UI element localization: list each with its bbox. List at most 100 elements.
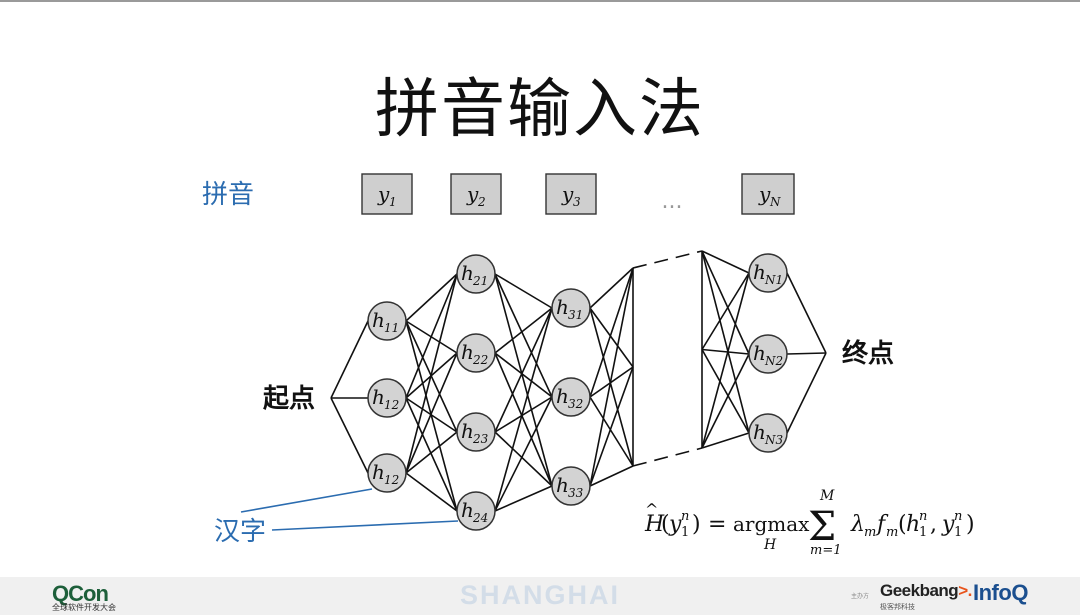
node-symbol: h [372, 385, 385, 409]
transition-edge [589, 366, 634, 487]
node-subscript: N2 [764, 354, 783, 368]
node-circle [551, 377, 591, 417]
formula-f-open: ( [898, 512, 907, 537]
hanzi-label: 汉字 [214, 517, 266, 547]
transition-edge [701, 348, 750, 355]
node-symbol: h [461, 419, 474, 443]
formula-lambda-sub: m [864, 525, 876, 540]
transition-edge [494, 352, 553, 487]
qcon-logo: QCon [52, 581, 109, 606]
city-watermark: SHANGHAI [459, 580, 620, 610]
geekbang-logo: Geekbang>. [880, 581, 972, 601]
transition-edge [494, 431, 553, 487]
transition-edge [701, 349, 750, 434]
observation-subscript: N [769, 195, 781, 209]
hanzi-callout-line [240, 488, 373, 513]
argmax-formula: H ^ ( y 1 n ) = argmax H M Σ m=1 λ m f m… [644, 488, 975, 558]
start-edge [330, 397, 369, 474]
node-circle [748, 253, 788, 293]
transition-edge [405, 397, 458, 512]
transition-edge [405, 320, 458, 512]
transition-edge [494, 396, 553, 433]
node-subscript: 11 [384, 321, 399, 335]
start-edge [330, 320, 369, 399]
formula-open-paren: ( [661, 512, 670, 537]
end-edge [786, 272, 827, 354]
observation-symbol: y [561, 182, 574, 206]
formula-sigma: Σ [808, 504, 836, 550]
node-circle [551, 288, 591, 328]
transition-edge [589, 465, 634, 487]
geekbang-arrow: >. [958, 581, 972, 600]
transition-edge [701, 272, 750, 449]
geekbang-subtitle: 极客邦科技 [880, 603, 915, 611]
formula-lhs-sub: 1 [681, 525, 689, 540]
node-subscript: 23 [472, 432, 489, 446]
observation-symbol: y [758, 182, 771, 206]
transition-edge [494, 273, 553, 309]
node-symbol: h [372, 308, 385, 332]
end-edge [786, 352, 827, 434]
transition-edge [701, 272, 750, 350]
formula-f-close: ) [966, 512, 975, 537]
node-subscript: 12 [384, 398, 399, 412]
observation-subscript: 2 [477, 195, 486, 209]
node-subscript: 22 [472, 353, 488, 367]
node-symbol: h [753, 341, 766, 365]
edge-layer [330, 250, 827, 512]
formula-argmax: argmax [733, 512, 810, 536]
geekbang-text: Geekbang [880, 581, 959, 600]
transition-edge [589, 267, 634, 398]
formula-y: y [941, 512, 955, 537]
infoq-logo: InfoQ [973, 580, 1028, 605]
formula-lhs-sup: n [681, 509, 689, 524]
transition-edge [589, 366, 634, 398]
node-subscript: 33 [568, 486, 584, 500]
node-circle [551, 466, 591, 506]
node-subscript: 24 [472, 511, 488, 525]
node-circle [456, 491, 496, 531]
qcon-subtitle: 全球软件开发大会 [52, 603, 116, 612]
node-symbol: h [461, 340, 474, 364]
end-label: 终点 [842, 338, 894, 369]
observation-symbol: y [377, 182, 390, 206]
pinyin-label: 拼音 [202, 180, 254, 210]
formula-comma: , [930, 512, 937, 537]
transition-edge [494, 307, 553, 512]
observation-box [741, 173, 795, 215]
formula-hat-h: H [644, 512, 665, 537]
observation-box [450, 173, 502, 215]
ellipsis-label: ... [662, 189, 683, 214]
node-symbol: h [461, 498, 474, 522]
formula-y-sub: 1 [954, 525, 962, 540]
formula-h-sup: n [919, 509, 927, 524]
observation-subscript: 1 [389, 195, 397, 209]
transition-edge [405, 352, 458, 474]
node-circle [367, 301, 407, 341]
node-subscript: N1 [764, 273, 783, 287]
transition-edge [405, 431, 458, 474]
formula-sum-upper: M [819, 488, 835, 504]
transition-edge [701, 250, 750, 434]
formula-sum-lower: m=1 [810, 543, 842, 558]
formula-equals: = [708, 512, 726, 537]
footer-bar: QCon 全球软件开发大会 SHANGHAI 主办方 Geekbang>. 极客… [0, 577, 1080, 615]
slide-title: 拼音输入法 [375, 73, 705, 147]
transition-edge [701, 250, 750, 274]
gap-edge [632, 447, 703, 467]
node-circle [367, 453, 407, 493]
gap-edge [632, 250, 703, 269]
transition-edge [589, 267, 634, 309]
